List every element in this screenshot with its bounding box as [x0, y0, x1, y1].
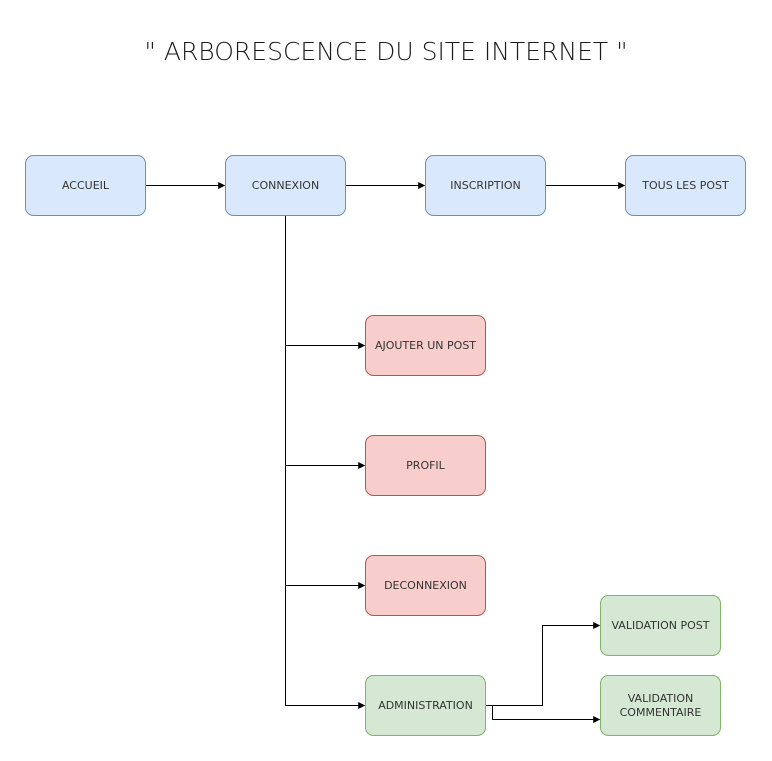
- node-accueil: ACCUEIL: [25, 155, 146, 216]
- node-label-validation-commentaire-1: COMMENTAIRE: [620, 706, 702, 719]
- node-box-inscription: [425, 155, 546, 216]
- node-ajouter-un-post: AJOUTER UN POST: [365, 315, 486, 376]
- node-box-profil: [365, 435, 486, 496]
- node-profil: PROFIL: [365, 435, 486, 496]
- node-label-profil: PROFIL: [406, 459, 446, 472]
- edges-layer: [145, 182, 626, 723]
- node-validation-post: VALIDATION POST: [600, 595, 721, 656]
- node-label-tous-les-post: TOUS LES POST: [641, 179, 729, 192]
- node-label-validation-commentaire-0: VALIDATION: [628, 692, 694, 705]
- node-label-inscription: INSCRIPTION: [450, 179, 521, 192]
- edge-administration-validation-commentaire: [485, 705, 601, 723]
- edge-connexion-deconnexion: [285, 465, 366, 589]
- edge-connexion-profil: [285, 345, 366, 469]
- node-label-accueil: ACCUEIL: [62, 179, 110, 192]
- node-label-connexion: CONNEXION: [252, 179, 319, 192]
- node-box-deconnexion: [365, 555, 486, 616]
- node-box-connexion: [225, 155, 346, 216]
- node-deconnexion: DECONNEXION: [365, 555, 486, 616]
- diagram-title: " ARBORESCENCE DU SITE INTERNET ": [144, 37, 627, 66]
- node-label-deconnexion: DECONNEXION: [384, 579, 467, 592]
- node-connexion: CONNEXION: [225, 155, 346, 216]
- node-label-ajouter-un-post: AJOUTER UN POST: [375, 339, 476, 352]
- node-box-administration: [365, 675, 486, 736]
- node-box-validation-post: [600, 595, 721, 656]
- node-label-validation-post: VALIDATION POST: [611, 619, 709, 632]
- edge-connexion-administration: [285, 585, 366, 709]
- node-label-administration: ADMINISTRATION: [378, 699, 473, 712]
- node-box-accueil: [25, 155, 146, 216]
- node-box-validation-commentaire: [600, 675, 721, 736]
- node-box-ajouter-un-post: [365, 315, 486, 376]
- node-inscription: INSCRIPTION: [425, 155, 546, 216]
- node-box-tous-les-post: [625, 155, 746, 216]
- node-tous-les-post: TOUS LES POST: [625, 155, 746, 216]
- edge-connexion-ajouter-un-post: [285, 215, 366, 349]
- edge-administration-validation-post: [485, 622, 601, 706]
- nodes-layer: ACCUEIL CONNEXION INSCRIPTION TOUS LES POST…: [25, 155, 746, 736]
- node-administration: ADMINISTRATION: [365, 675, 486, 736]
